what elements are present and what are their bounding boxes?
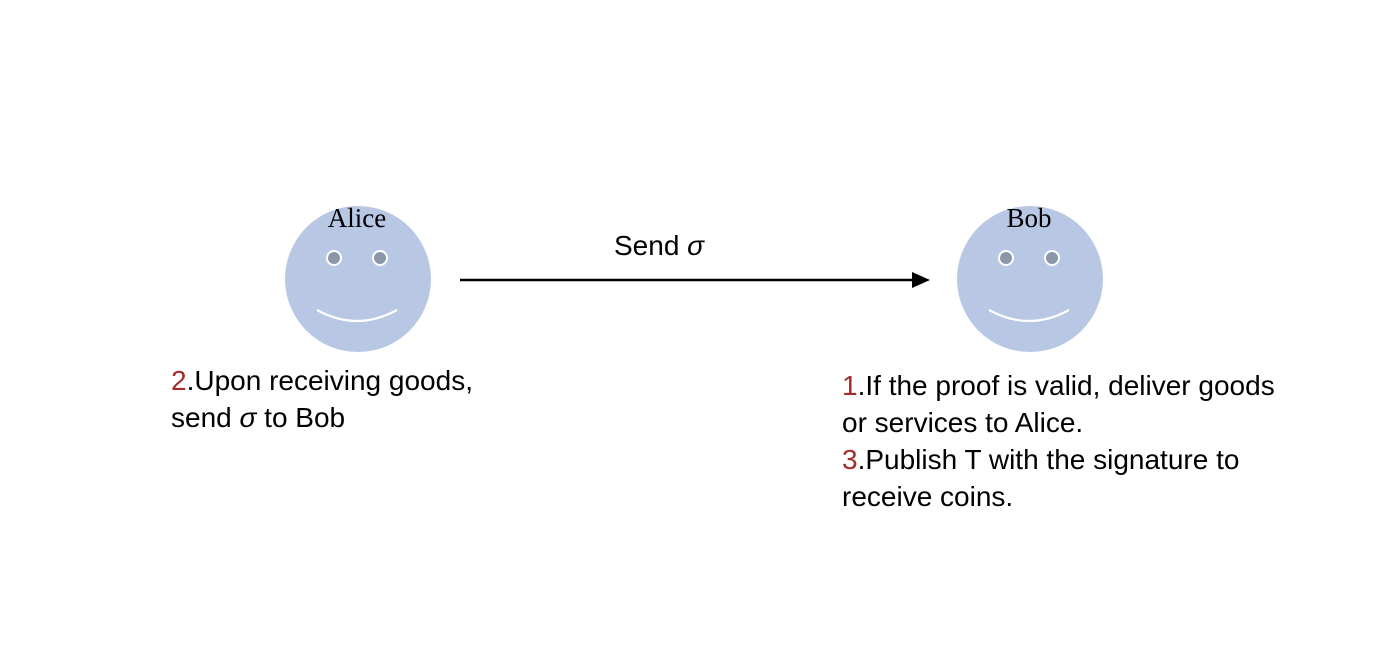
sigma-symbol: σ xyxy=(687,230,705,261)
step-text: .If the proof is valid, deliver goods xyxy=(857,370,1275,401)
alice-note-line-2: send σ to Bob xyxy=(171,399,473,436)
right-arrow-icon xyxy=(460,272,930,288)
bob-smile xyxy=(988,309,1070,323)
alice-note-line-1: 2.Upon receiving goods, xyxy=(171,362,473,399)
bob-note-2-line-1: 3.Publish T with the signature to xyxy=(842,441,1275,478)
sigma-symbol: σ xyxy=(239,402,257,433)
bob-note-1-line-1: 1.If the proof is valid, deliver goods xyxy=(842,367,1275,404)
bob-note-2-line-2: receive coins. xyxy=(842,481,1014,512)
alice-smile xyxy=(316,309,398,323)
alice-right-eye xyxy=(372,250,388,266)
bob-left-eye xyxy=(998,250,1014,266)
step-number: 2 xyxy=(171,365,187,396)
step-text: to Bob xyxy=(256,402,346,433)
send-label-text: Send xyxy=(614,230,688,261)
bob-note-1-line-2: or services to Alice. xyxy=(842,407,1084,438)
send-sigma-label: Send σ xyxy=(614,230,704,262)
bob-name-label: Bob xyxy=(1006,203,1052,233)
bob-step-notes: 1.If the proof is valid, deliver goods o… xyxy=(842,367,1275,515)
step-number: 3 xyxy=(842,444,858,475)
step-text: .Publish T with the signature to xyxy=(857,444,1240,475)
alice-face-icon xyxy=(285,206,431,352)
alice-step-note: 2.Upon receiving goods, send σ to Bob xyxy=(171,362,473,436)
alice-name-label: Alice xyxy=(327,203,387,233)
step-text: send xyxy=(171,402,240,433)
step-number: 1 xyxy=(842,370,858,401)
step-text: .Upon receiving goods, xyxy=(186,365,473,396)
bob-right-eye xyxy=(1044,250,1060,266)
bob-face-icon xyxy=(957,206,1103,352)
alice-left-eye xyxy=(326,250,342,266)
